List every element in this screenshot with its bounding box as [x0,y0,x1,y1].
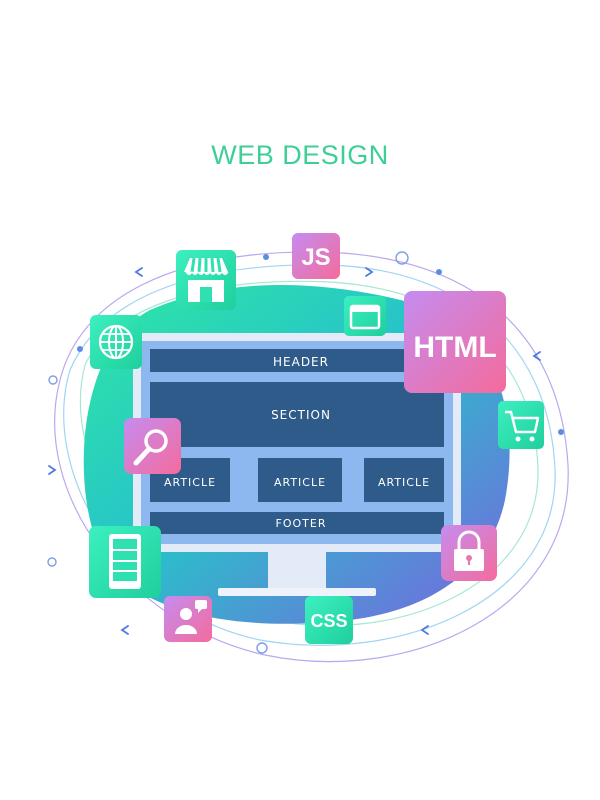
js-icon: JS [292,233,340,279]
html-icon-label: HTML [413,331,496,364]
js-icon-label: JS [301,244,330,271]
search-icon [124,418,181,474]
footer-label: FOOTER [276,517,327,530]
section-block [150,382,444,447]
globe-icon [90,315,142,369]
section-label: SECTION [271,408,331,422]
header-block [150,349,444,372]
decorative-chevrons [48,267,541,635]
article-block-3 [364,458,444,502]
store-icon [176,250,236,310]
article-label-1: ARTICLE [164,476,216,489]
cart-icon [498,401,544,449]
header-label: HEADER [273,355,329,369]
css-icon-label: CSS [310,611,347,631]
footer-block [150,512,444,534]
mobile-icon [89,526,161,598]
article-block-2 [258,458,342,502]
user-message-icon [164,596,212,642]
article-label-2: ARTICLE [274,476,326,489]
page-title: WEB DESIGN [211,140,389,170]
lock-icon [441,525,497,581]
monitor: HEADER SECTION ARTICLE ARTICLE ARTICLE F… [133,333,461,596]
html-icon: HTML [404,291,506,393]
article-label-3: ARTICLE [378,476,430,489]
css-icon: CSS [305,596,353,644]
browser-window-icon [344,296,386,336]
decorative-solid-dots [77,254,564,435]
